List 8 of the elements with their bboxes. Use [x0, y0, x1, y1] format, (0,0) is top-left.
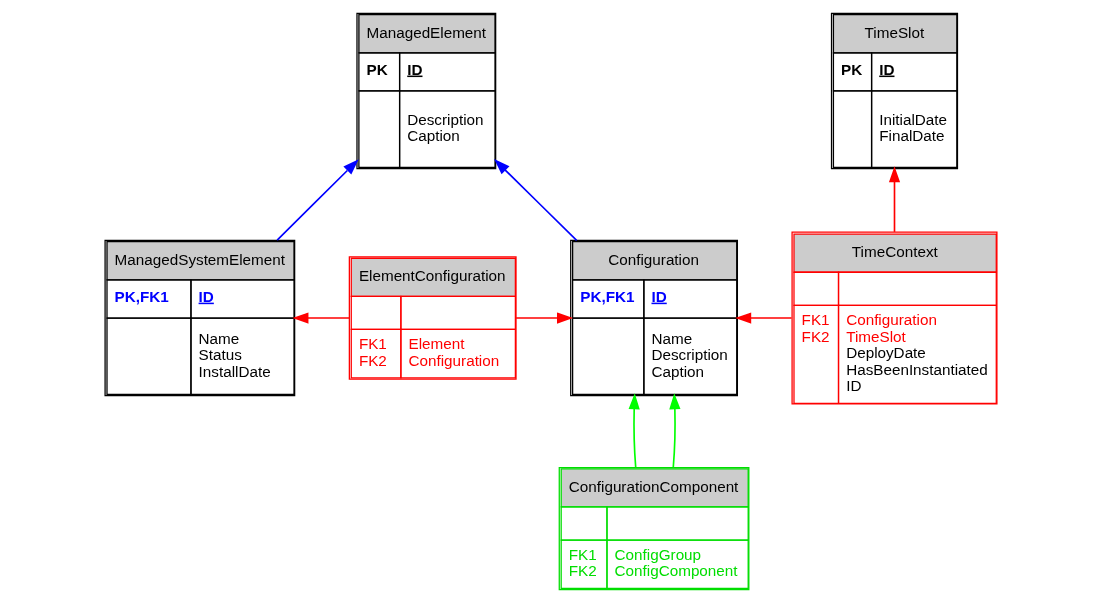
arrow	[628, 393, 640, 468]
arrow	[275, 159, 359, 241]
arrow	[493, 159, 577, 242]
arrow	[734, 312, 792, 324]
arrow	[514, 312, 573, 324]
arrow	[668, 393, 680, 468]
arrow	[888, 166, 900, 233]
arrow	[291, 312, 350, 324]
